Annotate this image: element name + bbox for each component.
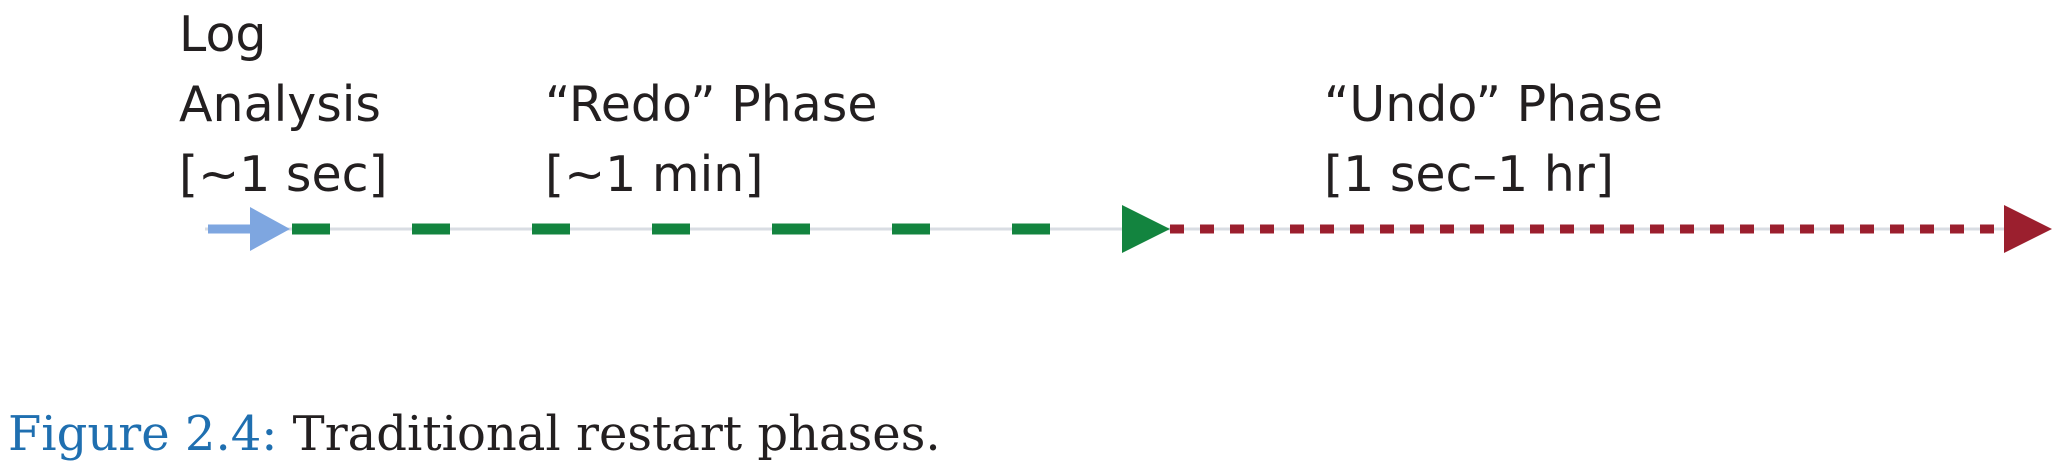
undo-phase-title: “Undo” Phase [1324,76,1663,133]
log-analysis-label: Log Analysis [~1 sec] [179,0,388,210]
redo-phase-duration: [~1 min] [545,146,764,203]
log-analysis-line: Analysis [179,76,381,133]
undo-phase-duration: [1 sec–1 hr] [1324,146,1615,203]
redo-phase-title: “Redo” Phase [545,76,878,133]
log-analysis-duration: [~1 sec] [179,146,388,203]
undo-phase-label: “Undo” Phase [1 sec–1 hr] [1324,70,1663,210]
undo-phase-arrowhead [2004,205,2052,253]
caption-text: Traditional restart phases. [277,406,941,462]
redo-phase-arrowhead [1122,205,1170,253]
log-analysis-line: Log [179,6,267,63]
log-analysis-arrowhead [250,207,290,251]
redo-phase-label: “Redo” Phase [~1 min] [545,70,877,210]
figure-number: Figure 2.4: [8,406,278,462]
figure-caption: Figure 2.4: Traditional restart phases. [8,402,941,466]
